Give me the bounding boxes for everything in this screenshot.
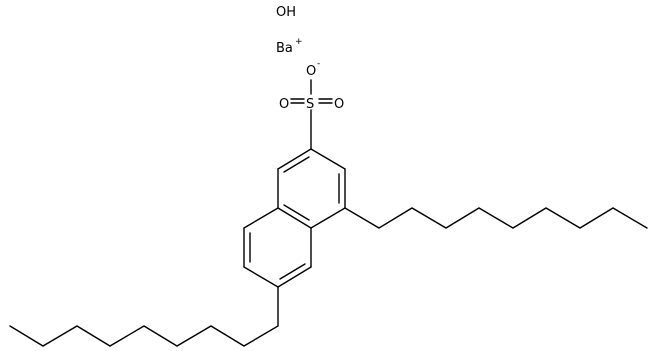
nonyl-chain-lower — [9, 286, 279, 347]
barium-label: Ba — [276, 41, 293, 56]
sulfonate-oxygen-left: O — [279, 97, 289, 112]
sulfonate-oxygen-top: O — [306, 64, 316, 79]
sulfonate-bonds — [290, 79, 333, 150]
sulfonate-oxygen-right: O — [334, 97, 344, 112]
hydroxide-label: OH — [276, 5, 296, 20]
nonyl-chain-upper — [344, 207, 648, 229]
naphthalene-ring — [243, 148, 346, 288]
sulfonate-oxygen-charge: - — [317, 59, 320, 69]
sulfur-label: S — [306, 97, 314, 112]
barium-charge: + — [295, 37, 303, 47]
